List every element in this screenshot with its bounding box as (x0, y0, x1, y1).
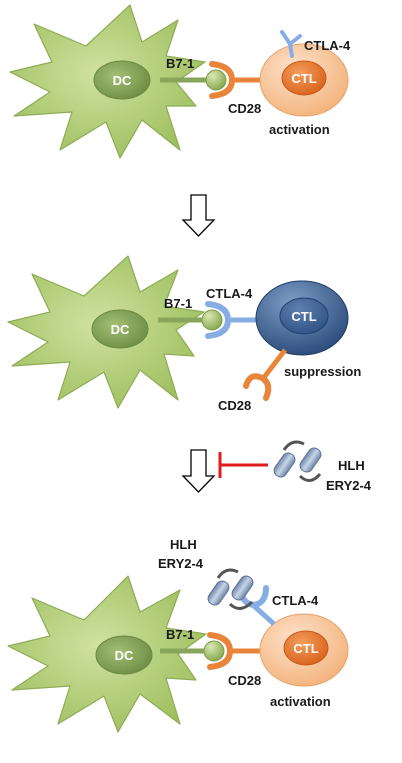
ctl-nucleus (283, 630, 329, 666)
cd28-label: CD28 (228, 673, 261, 688)
cd28-label: CD28 (218, 398, 251, 413)
inhibitor-label-line-2: ERY2-4 (326, 478, 372, 493)
suppression-label: suppression (284, 364, 361, 379)
cd28-receptor (243, 373, 272, 401)
cd28-label: CD28 (228, 101, 261, 116)
b7-1-label: B7-1 (166, 56, 194, 71)
b7-1-label: B7-1 (164, 296, 192, 311)
antibody-icon (273, 440, 322, 482)
ctla-4-receptor (237, 585, 269, 608)
antibody-label-line-1: HLH (170, 537, 197, 552)
b7-1-ligand (203, 640, 225, 662)
ctl-label: CTL (291, 309, 316, 324)
dc-label: DC (115, 648, 134, 663)
ctla-4-receptor (280, 30, 302, 58)
activation-label: activation (269, 122, 330, 137)
activation-label: activation (270, 694, 331, 709)
bound-antibody-icon (207, 568, 254, 610)
ctla-4-label: CTLA-4 (206, 286, 253, 301)
ctla-4-label: CTLA-4 (304, 38, 351, 53)
dc-nucleus (91, 309, 149, 349)
b7-1-ligand (205, 69, 227, 91)
panel-2-suppression: DC B7-1 CTLA-4 CTL CD28 suppression (7, 255, 361, 413)
ctl-nucleus (281, 60, 327, 96)
ctla-4-stalk (252, 604, 276, 626)
ctl-label: CTL (293, 641, 318, 656)
inhibitor-label-line-1: HLH (338, 458, 365, 473)
b7-1-ligand (201, 309, 223, 331)
dc-label: DC (111, 322, 130, 337)
cd28-stalk (260, 348, 287, 382)
ctl-label: CTL (291, 71, 316, 86)
down-arrow-1 (181, 194, 216, 237)
dc-nucleus (93, 60, 151, 100)
down-arrow-2 (181, 449, 216, 493)
antibody-label-line-2: ERY2-4 (158, 556, 204, 571)
panel-3-activation: DC B7-1 CD28 CTL CTLA-4 HLH ERY2-4 activ… (7, 537, 349, 733)
ctla-4-label: CTLA-4 (272, 593, 319, 608)
ctl-nucleus (279, 297, 329, 335)
panel-1-activation: DC B7-1 CD28 CTL CTLA-4 activation (9, 4, 351, 159)
dc-label: DC (113, 73, 132, 88)
b7-1-label: B7-1 (166, 627, 194, 642)
dc-nucleus (95, 635, 153, 675)
